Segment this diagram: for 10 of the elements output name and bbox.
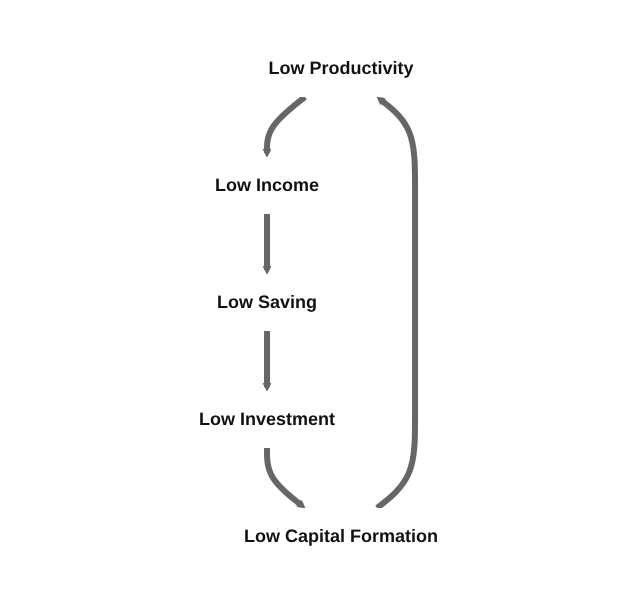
node-text: Low Capital Formation xyxy=(244,526,439,546)
node-text: Low Investment xyxy=(199,409,336,429)
arrow xyxy=(264,448,306,508)
arrow xyxy=(263,331,272,392)
node-text: Low Productivity xyxy=(269,58,414,78)
arrow xyxy=(263,94,308,158)
arrow xyxy=(376,96,419,510)
arrow xyxy=(263,214,272,274)
node-text: Low Income xyxy=(215,175,320,195)
node-text: Low Saving xyxy=(217,292,318,312)
